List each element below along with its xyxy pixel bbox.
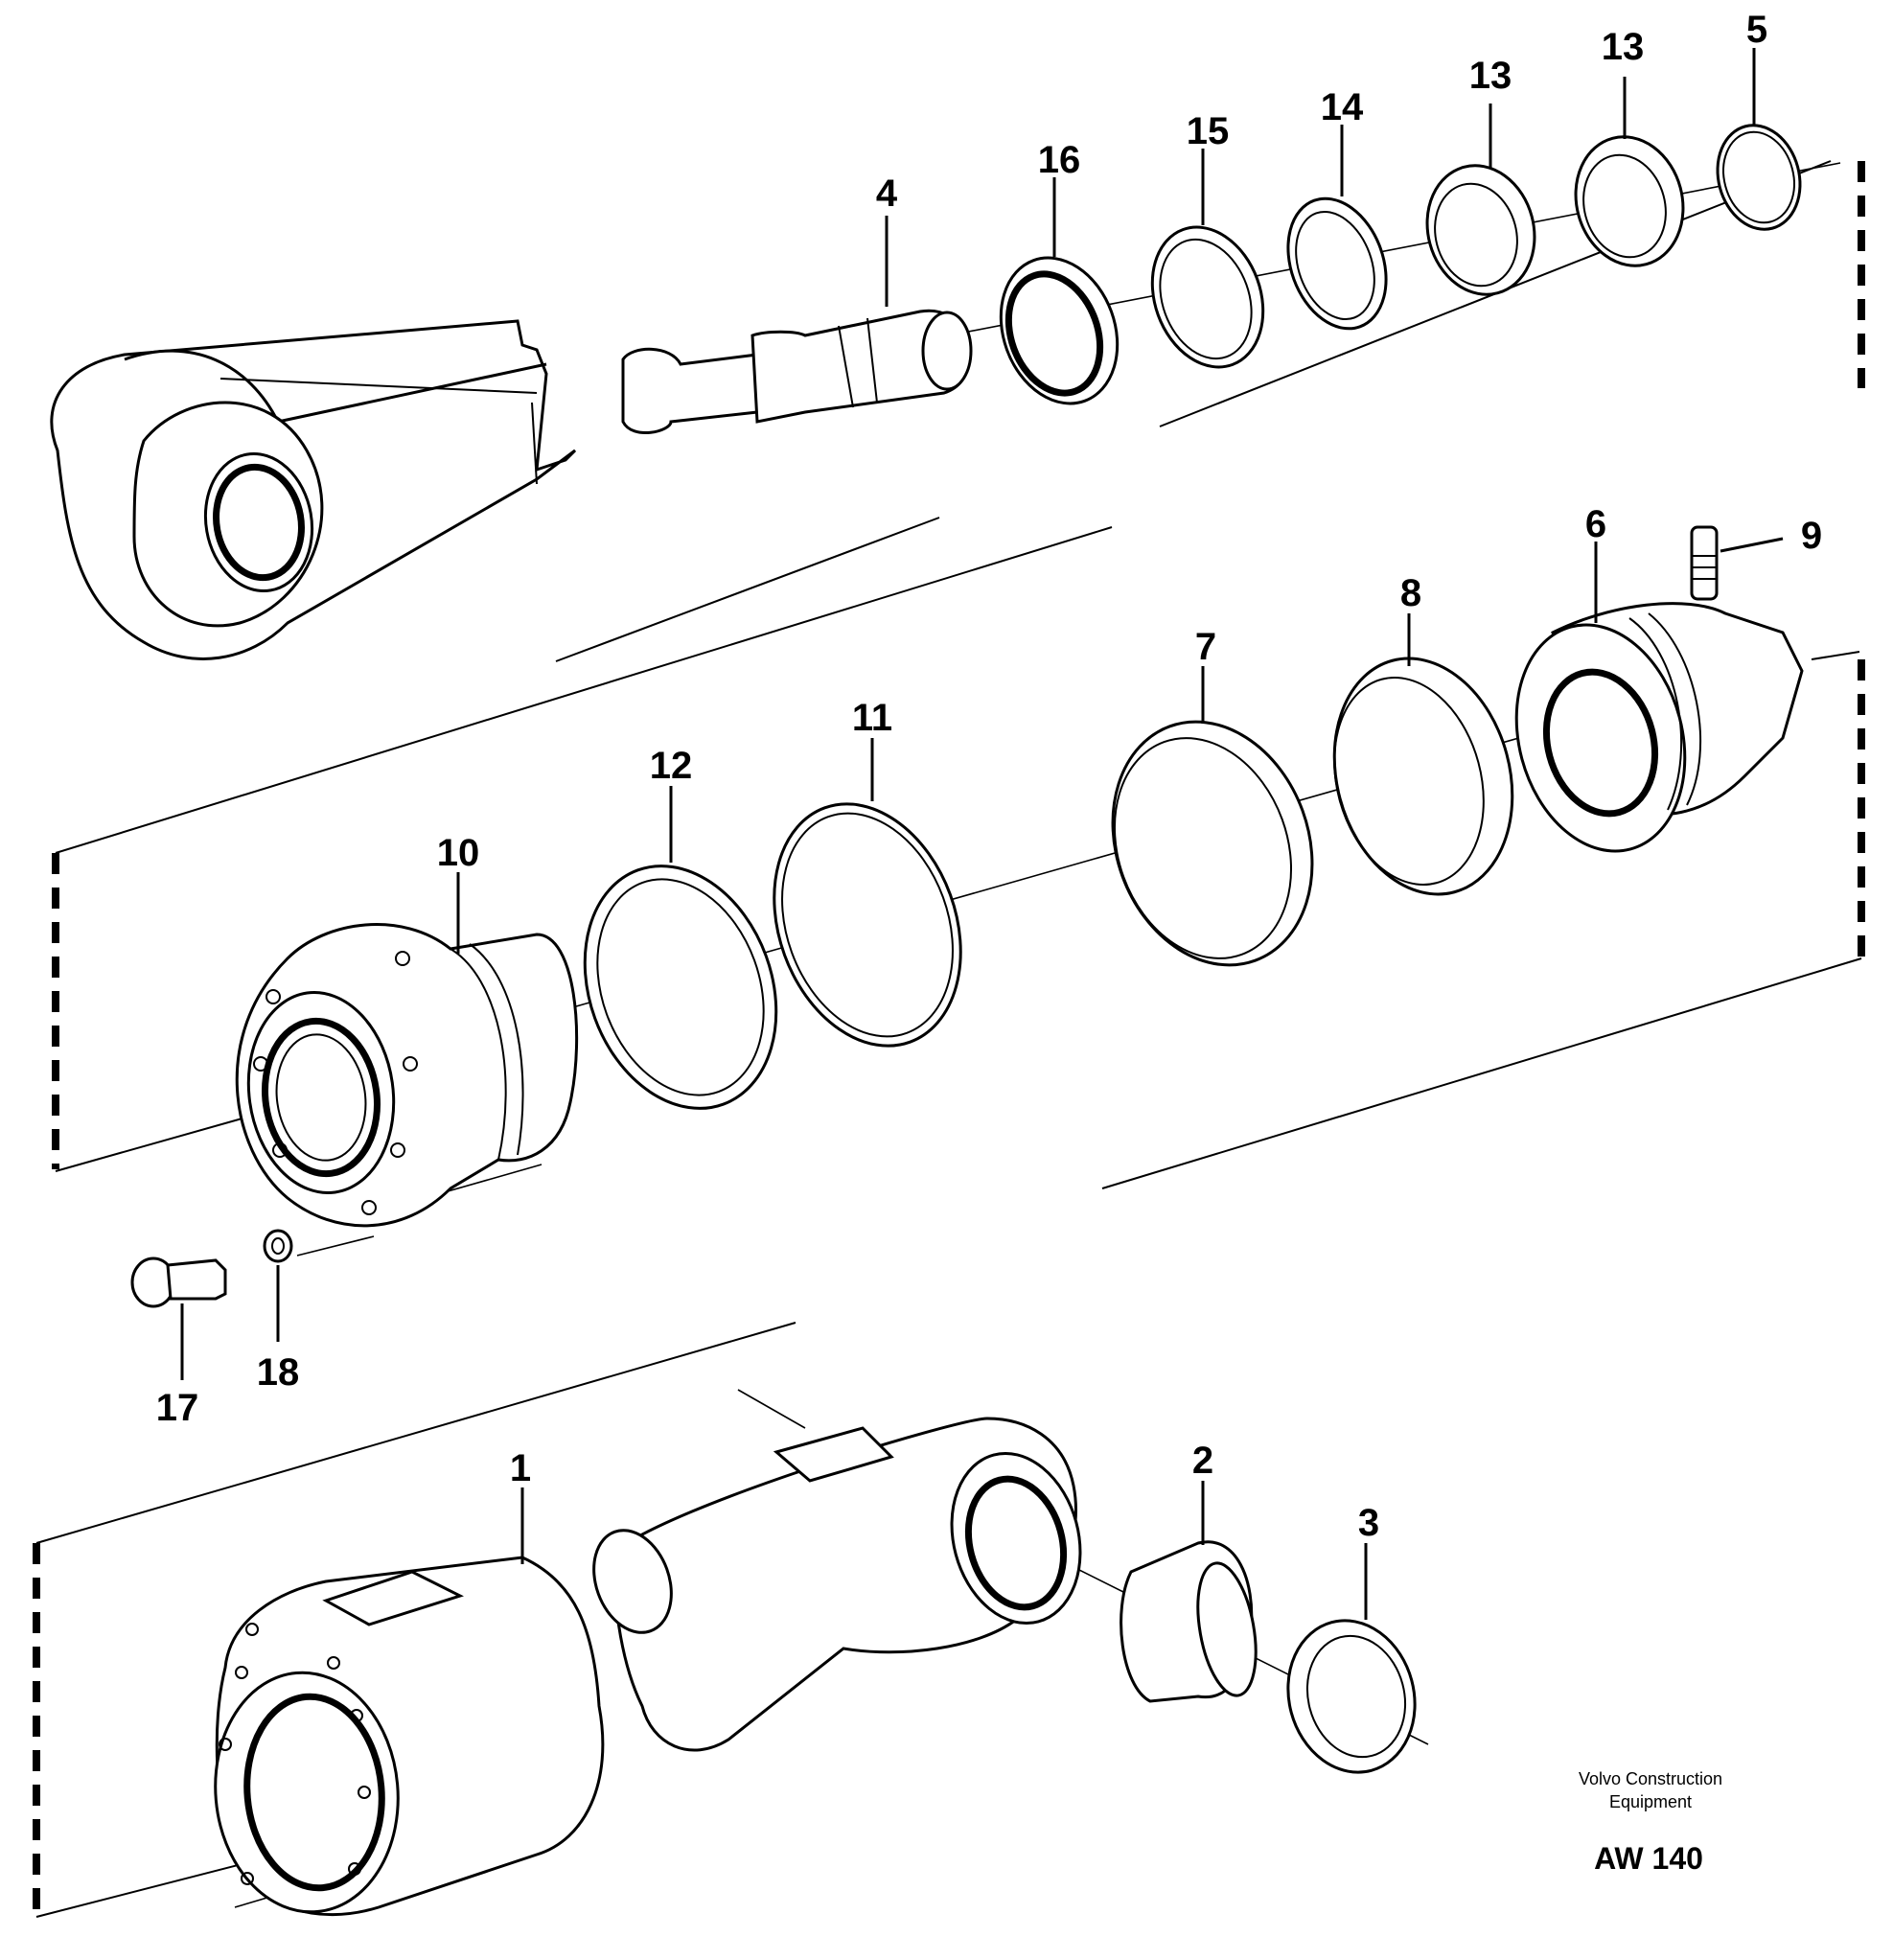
part-17-screw — [130, 1257, 227, 1308]
publisher-line-1: Volvo Construction — [1579, 1769, 1722, 1788]
part-6-piston — [1514, 602, 1804, 853]
callout-13b: 13 — [1602, 26, 1645, 68]
callout-4: 4 — [876, 173, 898, 215]
callout-2: 2 — [1192, 1440, 1213, 1482]
part-9-plug-screw — [1690, 525, 1719, 601]
part-15-ring — [1150, 225, 1265, 369]
piston-rod — [50, 309, 973, 660]
callout-5: 5 — [1746, 9, 1767, 51]
part-3-seal — [1286, 1619, 1417, 1774]
callout-15: 15 — [1187, 110, 1230, 152]
callout-11: 11 — [852, 697, 892, 739]
callout-7: 7 — [1195, 626, 1216, 668]
part-5-snap-ring — [1716, 124, 1802, 231]
part-8-guide-ring — [1332, 657, 1514, 896]
leader-lines — [180, 48, 1784, 1620]
part-16-seal — [999, 256, 1120, 405]
part-14-ring — [1286, 196, 1388, 331]
callout-14: 14 — [1321, 86, 1364, 128]
callout-3: 3 — [1358, 1502, 1379, 1544]
part-7-backup-ring — [1111, 720, 1314, 967]
frame-middle-section — [52, 526, 1865, 1189]
callout-12: 12 — [650, 745, 693, 787]
part-1-cylinder-tube — [214, 1389, 1082, 1917]
part-18-washer — [263, 1229, 293, 1263]
figure-code: AW 140 — [1594, 1841, 1703, 1876]
callout-8: 8 — [1400, 572, 1421, 614]
callout-1: 1 — [510, 1447, 531, 1489]
callout-13a: 13 — [1469, 55, 1512, 97]
callout-10: 10 — [437, 832, 480, 874]
part-13-bushing-b — [1574, 135, 1685, 267]
callout-17: 17 — [156, 1387, 199, 1429]
part-10-cylinder-head — [235, 923, 579, 1228]
publisher-line-2: Equipment — [1609, 1792, 1692, 1811]
part-12-seal — [583, 865, 778, 1110]
publisher-footer: Volvo Construction Equipment AW 140 — [1579, 1769, 1722, 1876]
callout-18: 18 — [257, 1351, 300, 1394]
part-13-bushing-a — [1425, 164, 1536, 296]
part-2-bushing — [1120, 1540, 1258, 1703]
callout-16: 16 — [1038, 139, 1081, 181]
callout-6: 6 — [1585, 503, 1606, 545]
callout-9: 9 — [1801, 515, 1822, 557]
callout-labels: 4 16 15 14 13 13 5 6 9 8 7 11 12 10 17 1… — [156, 9, 1822, 1544]
part-11-o-ring — [773, 802, 962, 1048]
